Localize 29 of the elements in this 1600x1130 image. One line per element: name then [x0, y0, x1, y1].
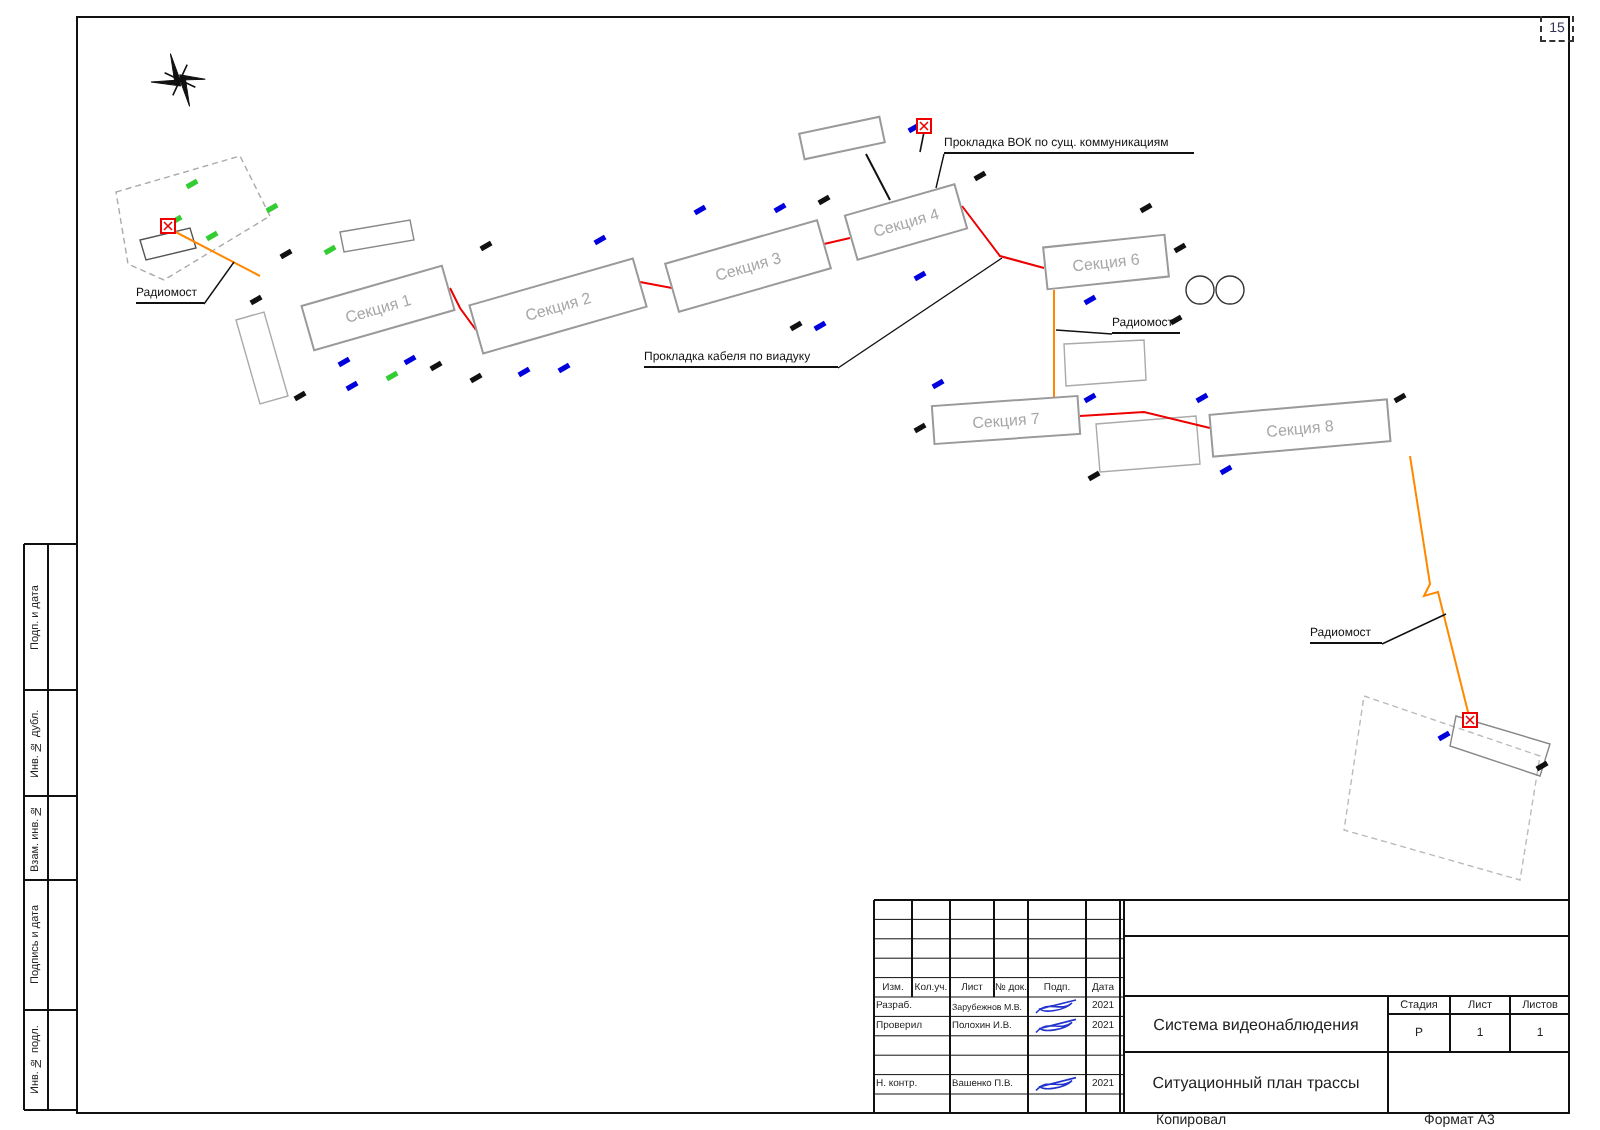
building-outline — [930, 394, 1082, 446]
cable-line — [449, 287, 477, 331]
building-outline — [1042, 233, 1170, 291]
cable-line — [1053, 289, 1055, 399]
building-outline — [663, 218, 833, 314]
leader-line — [935, 153, 945, 189]
leader-line — [837, 257, 1003, 369]
cable-line — [1079, 411, 1211, 429]
building-label: Секция 7 — [971, 408, 1041, 432]
building-label: Секция 8 — [1265, 416, 1335, 440]
building-label: Секция 3 — [713, 248, 783, 284]
cable-line — [961, 205, 1045, 269]
building-outline — [843, 182, 969, 262]
building-label: Секция 2 — [523, 288, 593, 324]
cable-line — [865, 153, 891, 201]
project-title: Система видеонаблюдения — [1151, 1013, 1361, 1038]
leader-line — [1055, 329, 1113, 335]
building-label: Секция 1 — [343, 290, 413, 326]
building-label: Секция 6 — [1071, 249, 1141, 275]
leader-line — [1381, 613, 1447, 645]
building-outline — [1208, 398, 1392, 458]
drawing-title: Ситуационный план трассы — [1150, 1072, 1362, 1096]
cable-line — [639, 281, 673, 289]
building-label: Секция 4 — [871, 204, 941, 240]
building-outline — [798, 115, 886, 161]
leader-line — [203, 261, 235, 305]
cable-line — [823, 237, 851, 245]
building-outline — [468, 257, 648, 355]
building-outline — [300, 264, 456, 352]
